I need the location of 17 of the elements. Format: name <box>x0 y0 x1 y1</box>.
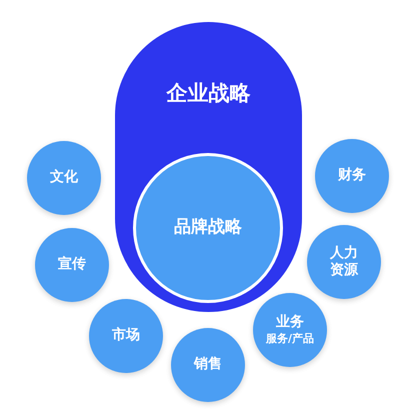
node-sublabel: 服务/产品 <box>266 332 314 346</box>
node-label: 企业战略 <box>166 80 250 106</box>
circle-node <box>35 228 109 302</box>
circle-node <box>307 225 381 299</box>
node-label: 人力资源 <box>329 244 359 280</box>
node-label: 品牌战略 <box>174 217 242 239</box>
node-label: 财务 <box>338 167 366 185</box>
node-label: 宣传 <box>58 256 86 274</box>
circle-node <box>171 328 245 402</box>
node-label: 销售 <box>194 356 222 374</box>
node-label: 市场 <box>112 327 140 345</box>
node-label: 文化 <box>50 169 78 187</box>
circle-node <box>89 299 163 373</box>
circle-node <box>315 139 389 213</box>
node-label: 业务 <box>276 314 304 332</box>
circle-node <box>27 141 101 215</box>
circle-node <box>253 293 327 367</box>
